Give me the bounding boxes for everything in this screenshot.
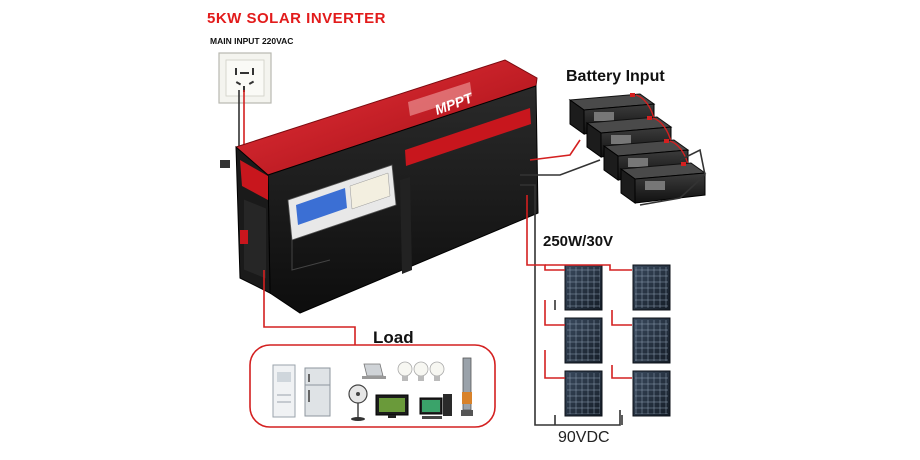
solar-wires (520, 184, 632, 426)
wall-socket (218, 52, 272, 104)
load-wire (263, 270, 356, 345)
solar-panel-icon (564, 317, 603, 364)
battery-link-wire (635, 94, 655, 119)
battery-icon (619, 162, 707, 204)
battery-input-label: Battery Input (566, 68, 665, 85)
battery-bank (568, 93, 707, 204)
fan-icon (348, 384, 368, 421)
television-icon (375, 394, 409, 418)
diagram-title: 5KW SOLAR INVERTER (207, 10, 387, 27)
battery-link-wire (652, 117, 672, 142)
battery-wires (520, 139, 706, 206)
main-input-label: MAIN INPUT 220VAC (210, 36, 294, 46)
load-label: Load (373, 328, 414, 347)
computer-icon (419, 394, 452, 419)
inverter (220, 59, 539, 314)
solar-output-voltage-label: 90VDC (558, 429, 610, 446)
water-pump-icon (461, 357, 473, 416)
laptop-icon (362, 363, 386, 379)
battery-link-wire (669, 140, 689, 165)
light-bulbs-icon (397, 361, 445, 381)
solar-array (564, 264, 671, 417)
solar-panel-icon (632, 317, 671, 364)
solar-panel-icon (564, 264, 603, 311)
air-conditioner-icon (272, 364, 296, 418)
solar-panel-icon (632, 370, 671, 417)
solar-panel-icon (632, 264, 671, 311)
solar-panel-rating-label: 250W/30V (543, 233, 614, 250)
solar-panel-icon (564, 370, 603, 417)
refrigerator-icon (304, 367, 331, 417)
